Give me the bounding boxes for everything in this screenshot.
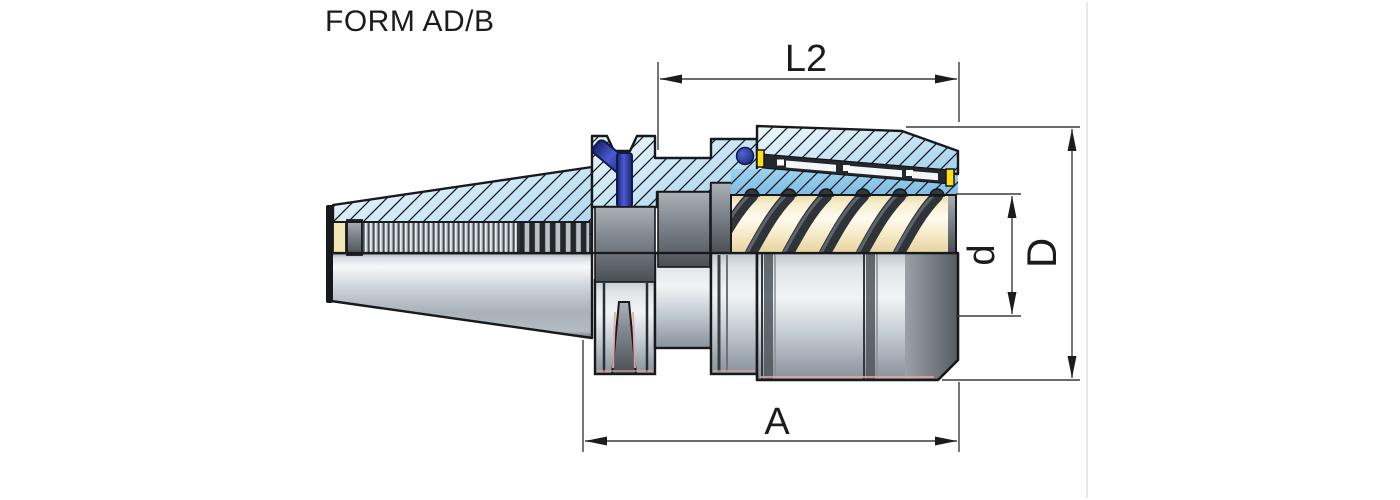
clamping-nut-section bbox=[730, 124, 960, 254]
dimension-lines bbox=[582, 62, 1080, 452]
shank-end-cap bbox=[326, 205, 333, 303]
dimension-l2 bbox=[657, 62, 960, 150]
bearing-seal-left bbox=[756, 149, 765, 168]
needle-bearing bbox=[735, 146, 955, 187]
spring-wire-domes bbox=[744, 188, 945, 197]
dimension-label-a: A bbox=[764, 401, 790, 443]
bore-plug bbox=[332, 221, 347, 254]
coolant-channel bbox=[591, 139, 633, 208]
taper-shank-section bbox=[331, 165, 594, 256]
tool-holder-side-view bbox=[329, 251, 960, 382]
internal-thread-fine bbox=[361, 221, 519, 254]
flange-v-groove bbox=[610, 301, 638, 375]
dimension-label-D: D bbox=[1018, 238, 1065, 268]
dimension-label-d: d bbox=[961, 244, 1003, 265]
collar-blocks bbox=[594, 182, 758, 283]
tool-holder-cross-section bbox=[326, 124, 960, 303]
dimension-label-l2: L2 bbox=[785, 38, 827, 80]
internal-thread-coarse bbox=[517, 221, 591, 254]
dimension-D bbox=[906, 126, 1080, 381]
ball-detent bbox=[735, 146, 755, 166]
clamping-nut-chamfer bbox=[905, 253, 958, 380]
dimension-d bbox=[956, 193, 1021, 317]
bearing-seal-right bbox=[945, 168, 955, 187]
body-neck-side bbox=[653, 251, 713, 350]
spring-coils bbox=[732, 190, 955, 253]
drawing-title: FORM AD/B bbox=[325, 5, 495, 38]
dimension-a bbox=[582, 340, 960, 452]
bore-block bbox=[346, 219, 363, 256]
taper-shank-side bbox=[329, 251, 594, 340]
flange-body-section bbox=[590, 134, 759, 209]
